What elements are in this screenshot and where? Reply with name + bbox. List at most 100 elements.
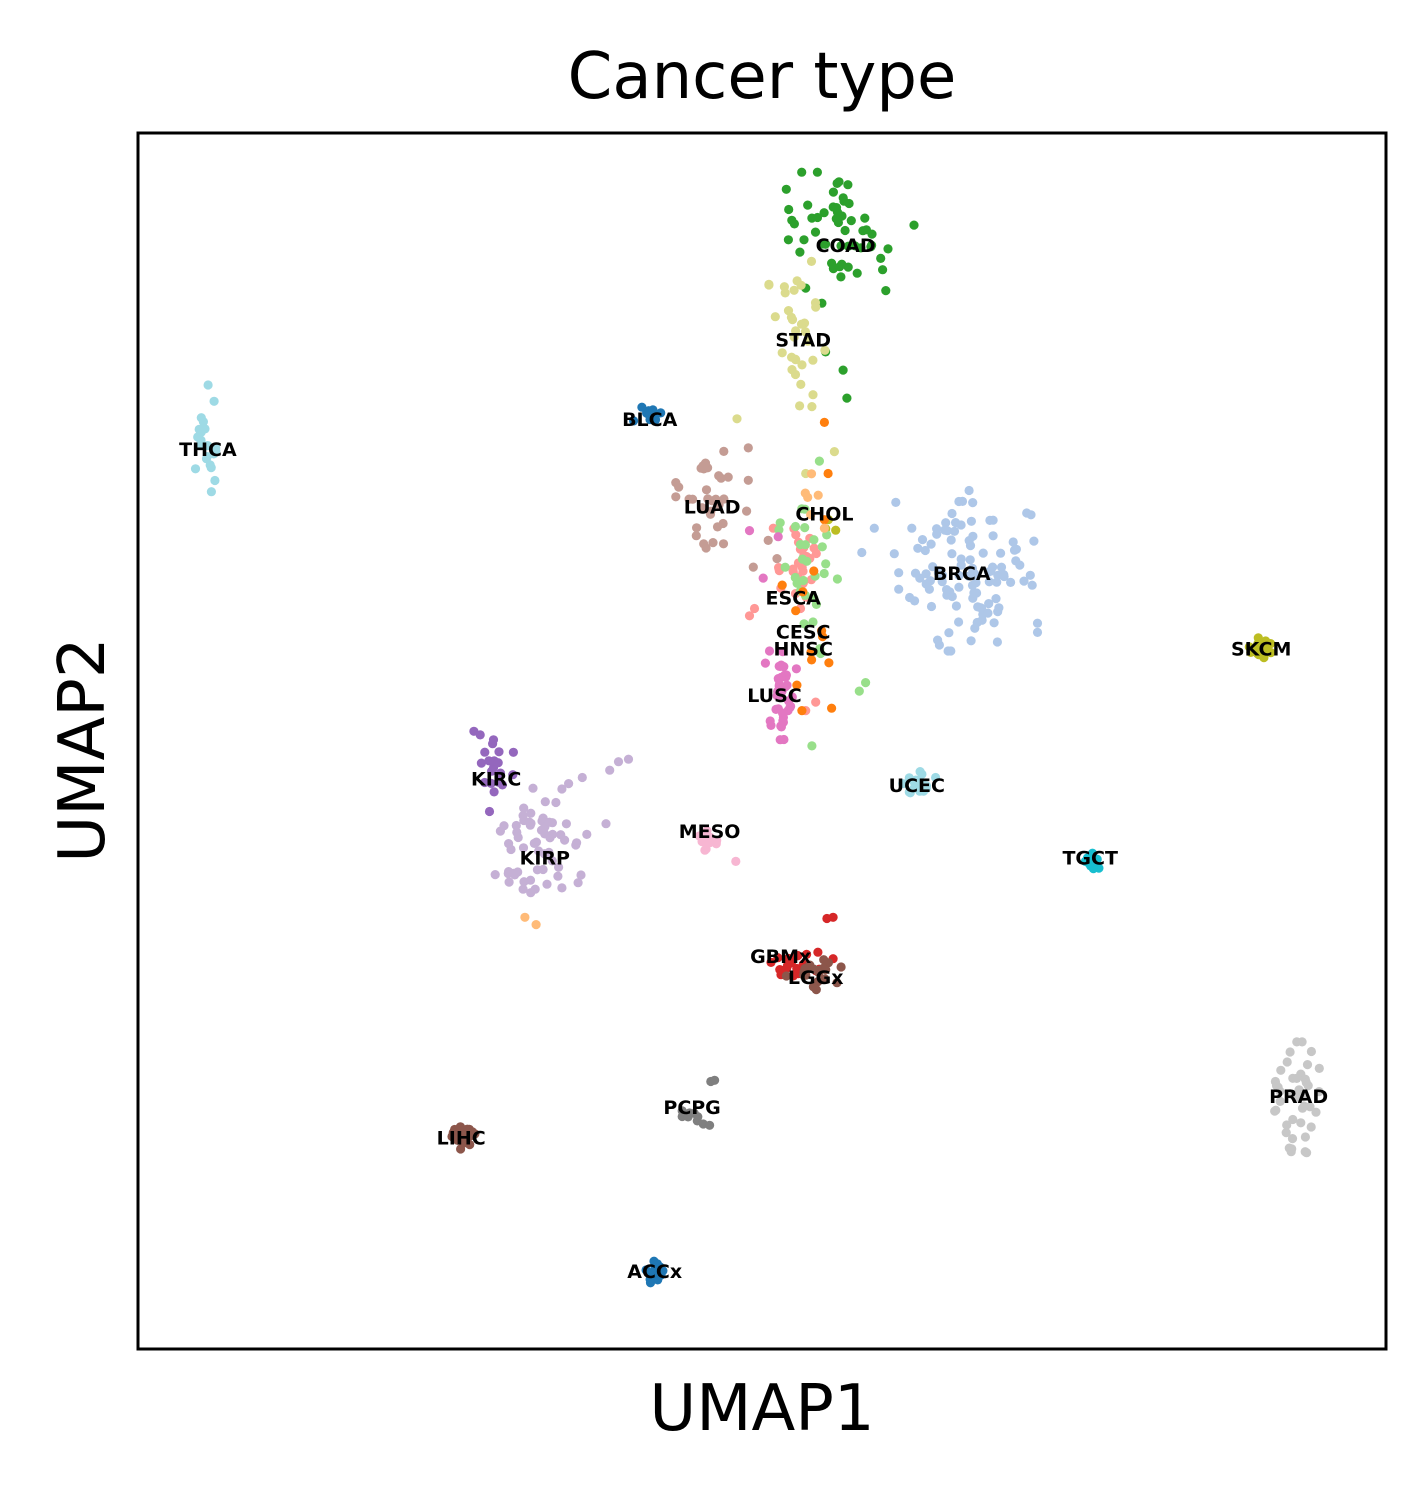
data-point bbox=[917, 535, 928, 545]
data-point bbox=[889, 549, 899, 559]
data-point bbox=[772, 691, 782, 701]
data-point bbox=[542, 879, 552, 889]
data-point bbox=[796, 280, 806, 290]
data-point bbox=[811, 599, 822, 610]
data-point bbox=[693, 1112, 703, 1122]
data-point bbox=[486, 778, 496, 789]
data-point bbox=[1282, 1120, 1292, 1130]
data-point bbox=[827, 258, 837, 268]
data-point bbox=[792, 680, 802, 690]
data-point bbox=[806, 469, 817, 479]
data-point bbox=[940, 525, 950, 535]
data-point bbox=[984, 599, 994, 609]
data-point bbox=[836, 272, 846, 282]
data-point bbox=[810, 227, 821, 237]
data-point bbox=[819, 515, 830, 525]
data-point bbox=[965, 541, 976, 551]
data-point bbox=[1285, 1089, 1295, 1099]
data-point bbox=[790, 521, 801, 532]
data-point bbox=[1288, 1114, 1298, 1125]
series-kirc bbox=[469, 726, 518, 817]
data-point bbox=[797, 554, 808, 564]
data-point bbox=[703, 494, 713, 504]
cluster-label-luad: LUAD bbox=[684, 496, 741, 518]
data-point bbox=[991, 594, 1001, 604]
data-point bbox=[781, 184, 791, 194]
data-point bbox=[780, 562, 790, 572]
data-point bbox=[1294, 1085, 1304, 1095]
cluster-label-chol: CHOL bbox=[795, 504, 853, 526]
data-point bbox=[525, 875, 536, 885]
data-point bbox=[969, 588, 979, 598]
data-point bbox=[480, 747, 490, 757]
data-point bbox=[526, 808, 536, 818]
cluster-label-accx: ACCx bbox=[627, 1261, 682, 1283]
data-point bbox=[732, 414, 742, 424]
data-point bbox=[796, 319, 807, 329]
cluster-label-kirc: KIRC bbox=[471, 769, 521, 791]
points-layer bbox=[190, 167, 1324, 1288]
data-point bbox=[572, 838, 582, 848]
cluster-label-pcpg: PCPG bbox=[663, 1097, 720, 1119]
data-point bbox=[806, 510, 816, 520]
data-point bbox=[487, 766, 497, 776]
data-point bbox=[819, 523, 830, 533]
cluster-label-lggx: LGGx bbox=[788, 967, 844, 989]
data-point bbox=[999, 570, 1009, 580]
data-point bbox=[819, 208, 829, 218]
data-point bbox=[718, 539, 729, 549]
data-point bbox=[528, 783, 538, 793]
data-point bbox=[1275, 1096, 1285, 1106]
data-point bbox=[564, 779, 574, 789]
data-point bbox=[775, 735, 785, 745]
data-point bbox=[788, 971, 798, 981]
data-point bbox=[699, 462, 709, 472]
data-point bbox=[1084, 858, 1095, 868]
data-point bbox=[650, 1264, 661, 1274]
data-point bbox=[836, 962, 846, 972]
data-point bbox=[476, 758, 486, 768]
data-point bbox=[1297, 1103, 1308, 1113]
data-point bbox=[534, 846, 544, 856]
data-point bbox=[1276, 1065, 1286, 1075]
data-point bbox=[808, 964, 819, 974]
data-point bbox=[894, 568, 904, 578]
data-point bbox=[838, 193, 848, 203]
cluster-label-brca: BRCA bbox=[933, 563, 991, 585]
cluster-label-tgct: TGCT bbox=[1062, 848, 1117, 870]
data-point bbox=[808, 355, 818, 365]
data-point bbox=[1008, 537, 1018, 547]
data-point bbox=[714, 499, 724, 510]
data-point bbox=[576, 870, 586, 880]
data-point bbox=[978, 548, 988, 558]
data-point bbox=[551, 797, 561, 808]
data-point bbox=[601, 819, 611, 829]
data-point bbox=[705, 509, 716, 519]
data-point bbox=[876, 253, 886, 263]
data-point bbox=[605, 765, 615, 775]
cluster-label-hnsc: HNSC bbox=[773, 639, 832, 661]
data-point bbox=[196, 439, 206, 449]
data-point bbox=[820, 345, 830, 355]
cluster-label-blca: BLCA bbox=[622, 409, 678, 431]
data-point bbox=[691, 531, 701, 541]
data-point bbox=[983, 608, 993, 618]
series-lusc bbox=[744, 526, 802, 745]
data-point bbox=[716, 473, 726, 483]
data-point bbox=[913, 543, 923, 553]
data-point bbox=[789, 285, 799, 295]
data-point bbox=[854, 686, 864, 696]
data-point bbox=[915, 786, 925, 796]
data-point bbox=[808, 390, 818, 400]
series-unlabeled-23 bbox=[520, 469, 830, 930]
data-point bbox=[554, 862, 564, 872]
data-point bbox=[553, 871, 563, 881]
data-point bbox=[671, 492, 681, 502]
data-point bbox=[577, 772, 587, 783]
data-point bbox=[928, 562, 938, 572]
data-point bbox=[800, 964, 810, 974]
data-point bbox=[909, 220, 919, 230]
data-point bbox=[518, 843, 529, 853]
series-prad bbox=[1270, 1037, 1324, 1158]
